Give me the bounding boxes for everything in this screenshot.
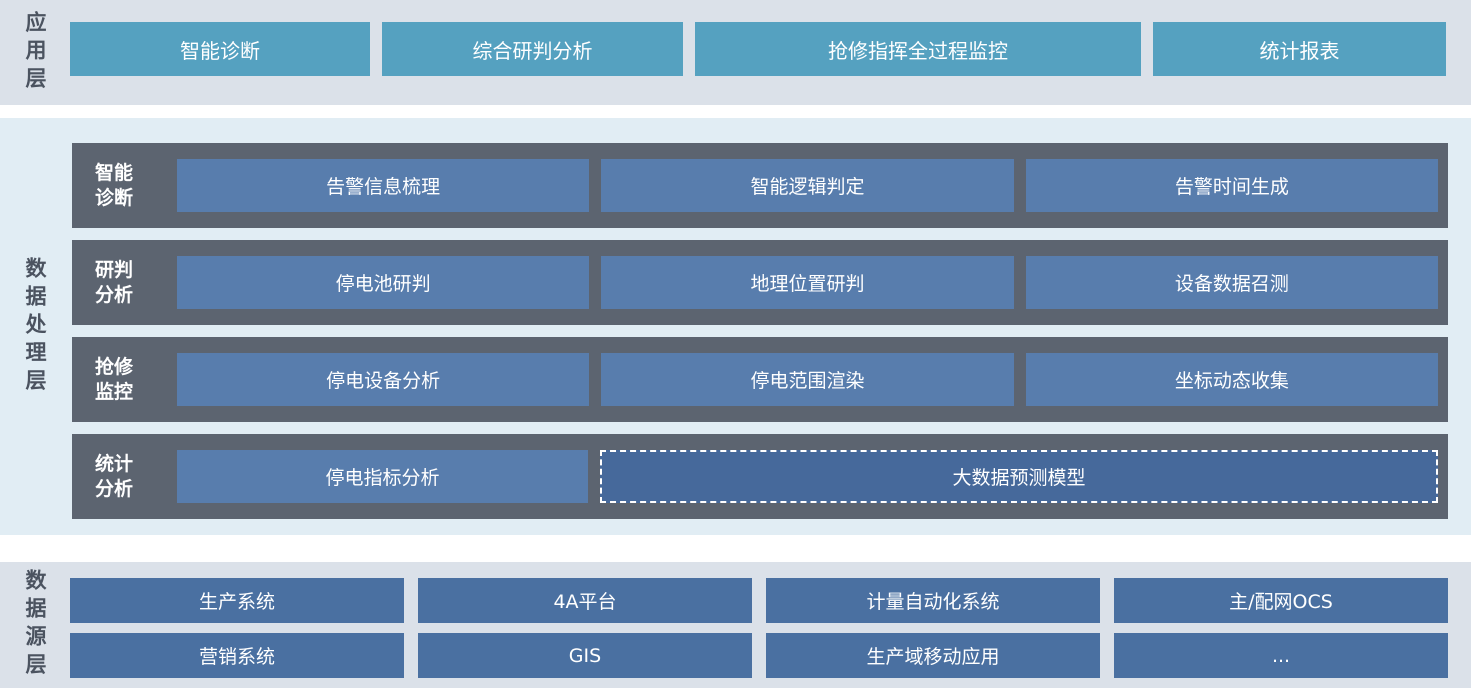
source-box-4a-platform: 4A平台 <box>418 578 752 623</box>
application-layer-label: 应用层 <box>23 10 47 95</box>
processing-box-alarm-time-generation: 告警时间生成 <box>1025 159 1438 212</box>
application-layer-boxes: 智能诊断 综合研判分析 抢修指挥全过程监控 统计报表 <box>70 22 1446 76</box>
processing-box-coordinate-collection: 坐标动态收集 <box>1025 353 1438 406</box>
app-box-statistical-reports: 统计报表 <box>1153 22 1446 76</box>
application-layer-band: 应用层 智能诊断 综合研判分析 抢修指挥全过程监控 统计报表 <box>0 0 1471 105</box>
source-row: 营销系统 GIS 生产域移动应用 ... <box>70 633 1448 678</box>
source-box-ellipsis: ... <box>1114 633 1448 678</box>
processing-box-geo-location-judgment: 地理位置研判 <box>601 256 1014 309</box>
processing-box-alarm-info-sorting: 告警信息梳理 <box>177 159 590 212</box>
source-box-production-mobile-app: 生产域移动应用 <box>766 633 1100 678</box>
app-box-comprehensive-analysis: 综合研判分析 <box>382 22 683 76</box>
source-box-production-system: 生产系统 <box>70 578 404 623</box>
processing-box-outage-judgment: 停电池研判 <box>177 256 590 309</box>
processing-row-label: 统计 分析 <box>95 452 134 500</box>
data-processing-layer-band: 数据处理层 智能 诊断 告警信息梳理 智能逻辑判定 告警时间生成 研判 分析 停… <box>0 118 1471 535</box>
source-box-marketing-system: 营销系统 <box>70 633 404 678</box>
processing-box-outage-indicator-analysis: 停电指标分析 <box>177 450 588 503</box>
source-box-gis: GIS <box>418 633 752 678</box>
data-source-layer-label: 数据源层 <box>23 569 47 681</box>
processing-row-judgment-analysis: 研判 分析 停电池研判 地理位置研判 设备数据召测 <box>72 240 1448 325</box>
processing-box-outage-device-analysis: 停电设备分析 <box>177 353 590 406</box>
processing-box-device-data-recall: 设备数据召测 <box>1025 256 1438 309</box>
processing-row-repair-monitoring: 抢修 监控 停电设备分析 停电范围渲染 坐标动态收集 <box>72 337 1448 422</box>
data-source-layer-band: 数据源层 生产系统 4A平台 计量自动化系统 主/配网OCS 营销系统 GIS … <box>0 562 1471 688</box>
processing-row-label: 智能 诊断 <box>95 161 134 209</box>
processing-row-intelligent-diagnosis: 智能 诊断 告警信息梳理 智能逻辑判定 告警时间生成 <box>72 143 1448 228</box>
processing-box-outage-range-rendering: 停电范围渲染 <box>601 353 1014 406</box>
source-row: 生产系统 4A平台 计量自动化系统 主/配网OCS <box>70 578 1448 623</box>
source-box-main-distribution-ocs: 主/配网OCS <box>1114 578 1448 623</box>
processing-row-label: 研判 分析 <box>95 258 134 306</box>
processing-row-label: 抢修 监控 <box>95 355 134 403</box>
source-rows: 生产系统 4A平台 计量自动化系统 主/配网OCS 营销系统 GIS 生产域移动… <box>70 578 1448 678</box>
app-box-repair-command-monitoring: 抢修指挥全过程监控 <box>695 22 1141 76</box>
app-box-intelligent-diagnosis: 智能诊断 <box>70 22 370 76</box>
processing-box-bigdata-prediction-model: 大数据预测模型 <box>599 450 1438 503</box>
processing-rows: 智能 诊断 告警信息梳理 智能逻辑判定 告警时间生成 研判 分析 停电池研判 地… <box>72 143 1448 519</box>
data-processing-layer-label: 数据处理层 <box>23 256 47 397</box>
processing-box-intelligent-logic-judgment: 智能逻辑判定 <box>601 159 1014 212</box>
source-box-metering-automation: 计量自动化系统 <box>766 578 1100 623</box>
processing-row-statistical-analysis: 统计 分析 停电指标分析 大数据预测模型 <box>72 434 1448 519</box>
